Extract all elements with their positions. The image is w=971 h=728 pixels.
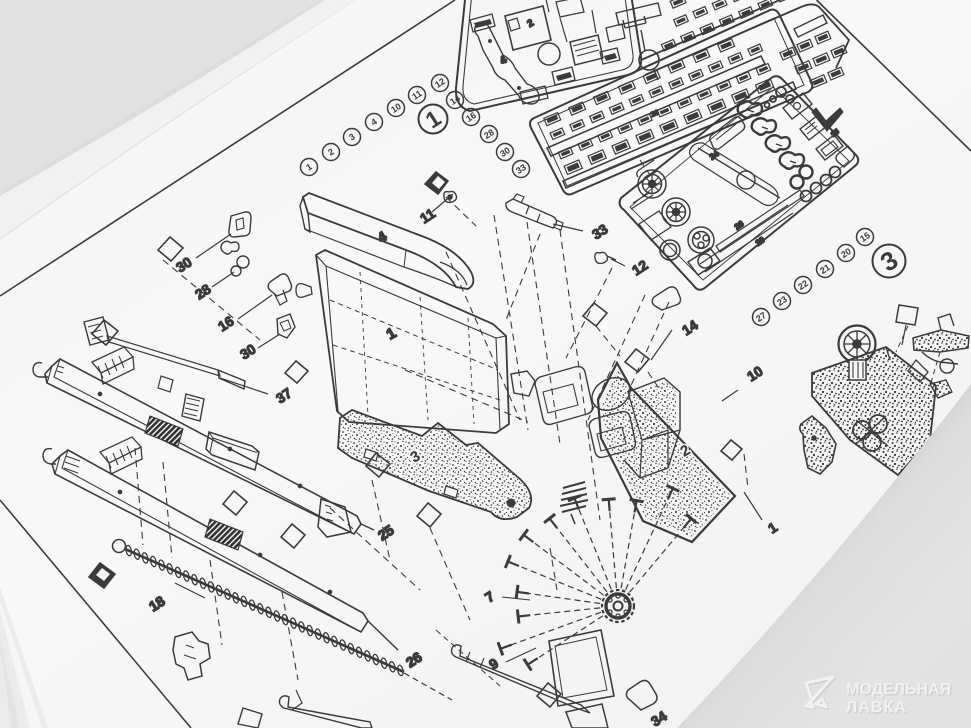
svg-text:3: 3 [347, 131, 357, 142]
svg-text:2: 2 [326, 146, 336, 157]
svg-text:26: 26 [650, 109, 660, 119]
svg-text:27: 27 [754, 310, 768, 324]
svg-text:4: 4 [369, 116, 379, 127]
svg-text:15: 15 [858, 230, 872, 244]
svg-text:14: 14 [448, 93, 462, 107]
svg-text:11: 11 [410, 88, 423, 102]
svg-text:10: 10 [389, 101, 403, 115]
svg-text:МОДЕЛЬНАЯ: МОДЕЛЬНАЯ [847, 682, 952, 699]
svg-text:20: 20 [839, 246, 853, 260]
svg-text:23: 23 [775, 294, 789, 308]
svg-text:30: 30 [498, 145, 512, 159]
svg-text:ЛАВКА: ЛАВКА [846, 699, 907, 716]
svg-text:12: 12 [433, 76, 447, 90]
svg-text:1: 1 [304, 161, 314, 172]
svg-text:28: 28 [482, 127, 496, 141]
svg-text:16: 16 [464, 110, 478, 124]
svg-text:МОДЕЛЬНАЯ: МОДЕЛЬНАЯ [846, 681, 951, 698]
svg-text:33: 33 [514, 162, 528, 176]
svg-text:21: 21 [818, 262, 832, 276]
svg-text:22: 22 [796, 278, 810, 292]
svg-text:ЛАВКА: ЛАВКА [847, 700, 908, 717]
